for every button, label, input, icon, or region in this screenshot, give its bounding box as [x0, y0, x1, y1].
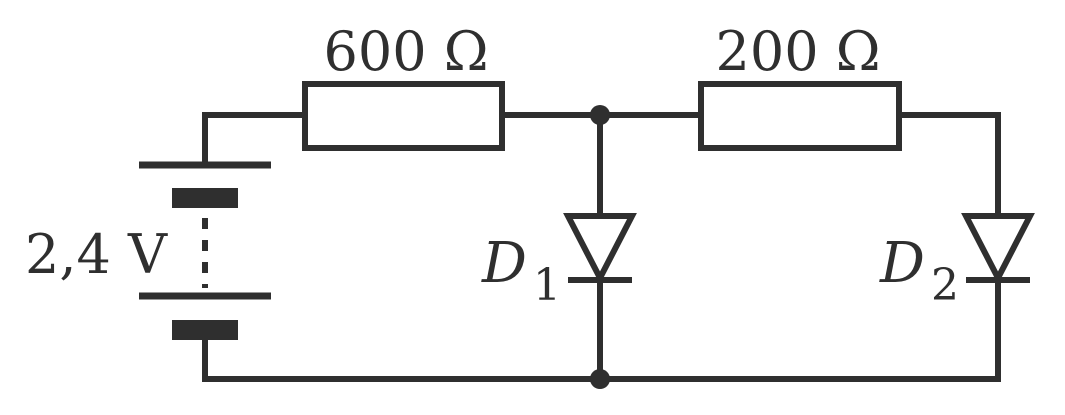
wires [202, 112, 1001, 382]
junction-node-bottom [590, 369, 610, 389]
wire-battery-to-r1 [202, 112, 306, 168]
label-diode-d2-letter: D [879, 231, 925, 296]
label-diode-d2-index: 2 [931, 260, 959, 311]
label-resistor-600-ohm: 600 Ω [323, 20, 488, 83]
label-diode-d1-letter: D [481, 231, 527, 296]
wire-r2-to-d2 [897, 112, 1001, 219]
label-diode-d1-index: 1 [533, 260, 561, 311]
junction-node-top [590, 105, 610, 125]
diode-d2-symbol [961, 213, 1035, 285]
resistor-600-ohm [302, 81, 505, 151]
resistor-200-ohm [698, 81, 902, 151]
battery-plate-short-bottom [172, 320, 238, 340]
diode-d1-triangle [563, 213, 637, 285]
battery-plate-short-top [172, 188, 238, 208]
label-resistor-200-ohm: 200 Ω [715, 20, 880, 83]
label-battery-voltage: 2,4 V [25, 223, 168, 286]
battery-symbol [139, 161, 271, 340]
diode-d2-triangle [961, 213, 1035, 285]
diode-d1-symbol [563, 213, 637, 285]
wire-bottom [202, 337, 1001, 382]
